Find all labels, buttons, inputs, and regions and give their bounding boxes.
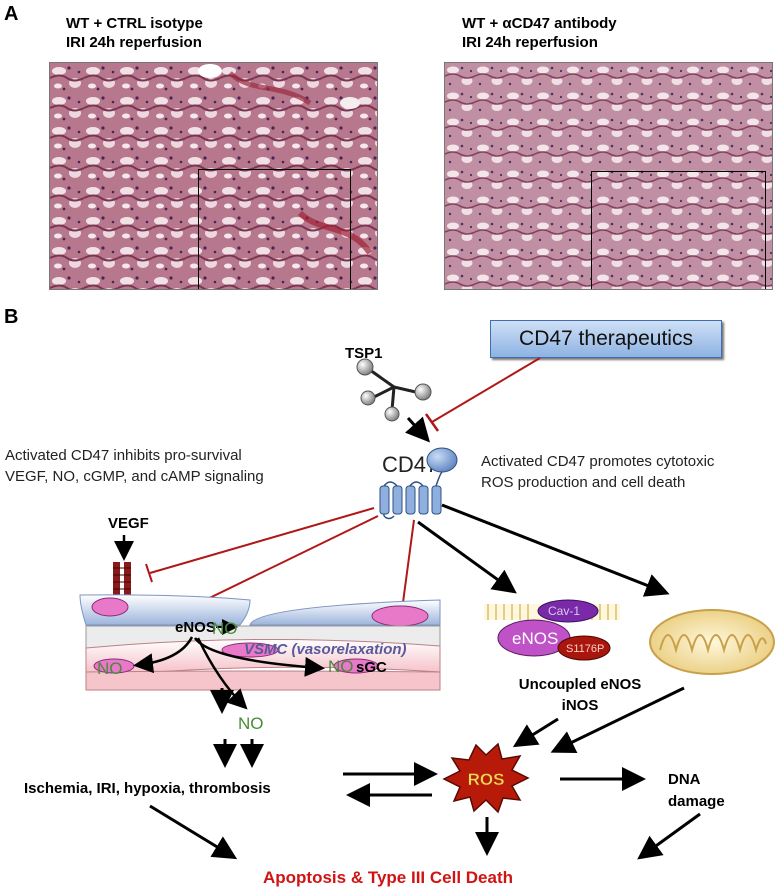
tsp1-label: TSP1 bbox=[345, 345, 383, 362]
cd47-to-mitochondria-arrow bbox=[441, 503, 670, 597]
tsp1-to-cd47-arrow bbox=[405, 416, 431, 443]
endothelium-and-vsmc bbox=[79, 594, 441, 691]
mitochondria-icon bbox=[649, 609, 775, 675]
apoptosis-label: Apoptosis & Type III Cell Death bbox=[263, 868, 513, 887]
sgc-label: sGC bbox=[356, 659, 387, 676]
acd47-inset-box bbox=[591, 171, 766, 289]
right-explanation-line1: Activated CD47 promotes cytotoxic bbox=[481, 453, 715, 470]
s1176p-label: S1176P bbox=[566, 643, 604, 655]
left-explanation-line1: Activated CD47 inhibits pro-survival bbox=[5, 447, 242, 464]
cav1-label: Cav-1 bbox=[548, 604, 580, 618]
right-caption-line2: IRI 24h reperfusion bbox=[462, 34, 598, 51]
vsmc-label: VSMC (vasorelaxation) bbox=[244, 641, 407, 658]
left-caption: WT + CTRL isotype IRI 24h reperfusion bbox=[66, 14, 203, 52]
therapeutics-inhibition bbox=[431, 357, 541, 423]
right-caption: WT + αCD47 antibody IRI 24h reperfusion bbox=[462, 14, 617, 52]
ros-burst-icon bbox=[442, 742, 530, 814]
no-label-enos: NO bbox=[212, 619, 238, 638]
ros-label: ROS bbox=[468, 770, 505, 789]
dna-label: DNA bbox=[668, 771, 701, 788]
ctrl-inset-box bbox=[198, 169, 351, 289]
pathway-diagram: TSP1 CD47 VEGF bbox=[24, 345, 775, 887]
caveolae-membrane bbox=[484, 599, 620, 661]
vegf-label: VEGF bbox=[108, 515, 149, 532]
enos-label: eNOS bbox=[175, 619, 216, 636]
right-explanation-line2: ROS production and cell death bbox=[481, 474, 686, 491]
no-label-vsmc-right: NO bbox=[328, 657, 354, 676]
cd47-to-enos-arrow bbox=[417, 520, 517, 594]
cd47-receptor bbox=[379, 447, 458, 520]
no-diffusion-arrows bbox=[133, 636, 325, 710]
right-caption-line1: WT + αCD47 antibody bbox=[462, 15, 617, 32]
left-explanation: Activated CD47 inhibits pro-survival VEG… bbox=[5, 445, 264, 487]
right-explanation: Activated CD47 promotes cytotoxic ROS pr… bbox=[481, 451, 714, 493]
panel-b-letter: B bbox=[4, 306, 19, 328]
left-explanation-line2: VEGF, NO, cGMP, and cAMP signaling bbox=[5, 468, 264, 485]
panel-a-letter: A bbox=[4, 3, 19, 25]
left-caption-line2: IRI 24h reperfusion bbox=[66, 34, 202, 51]
micrograph-acd47-antibody bbox=[444, 62, 773, 290]
left-caption-line1: WT + CTRL isotype bbox=[66, 15, 203, 32]
enos-uncoupled-label: eNOS bbox=[512, 629, 558, 648]
no-label-systemic: NO bbox=[238, 714, 264, 733]
uncoupled-enos-label: Uncoupled eNOS bbox=[519, 676, 642, 693]
ischemia-label: Ischemia, IRI, hypoxia, thrombosis bbox=[24, 780, 271, 797]
damage-label: damage bbox=[668, 793, 725, 810]
tsp1-molecule bbox=[356, 358, 432, 422]
cd47-therapeutics-box: CD47 therapeutics bbox=[490, 320, 722, 358]
micrograph-ctrl-isotype bbox=[49, 62, 378, 290]
inos-label: iNOS bbox=[562, 697, 599, 714]
no-label-vsmc-left: NO bbox=[97, 659, 123, 678]
